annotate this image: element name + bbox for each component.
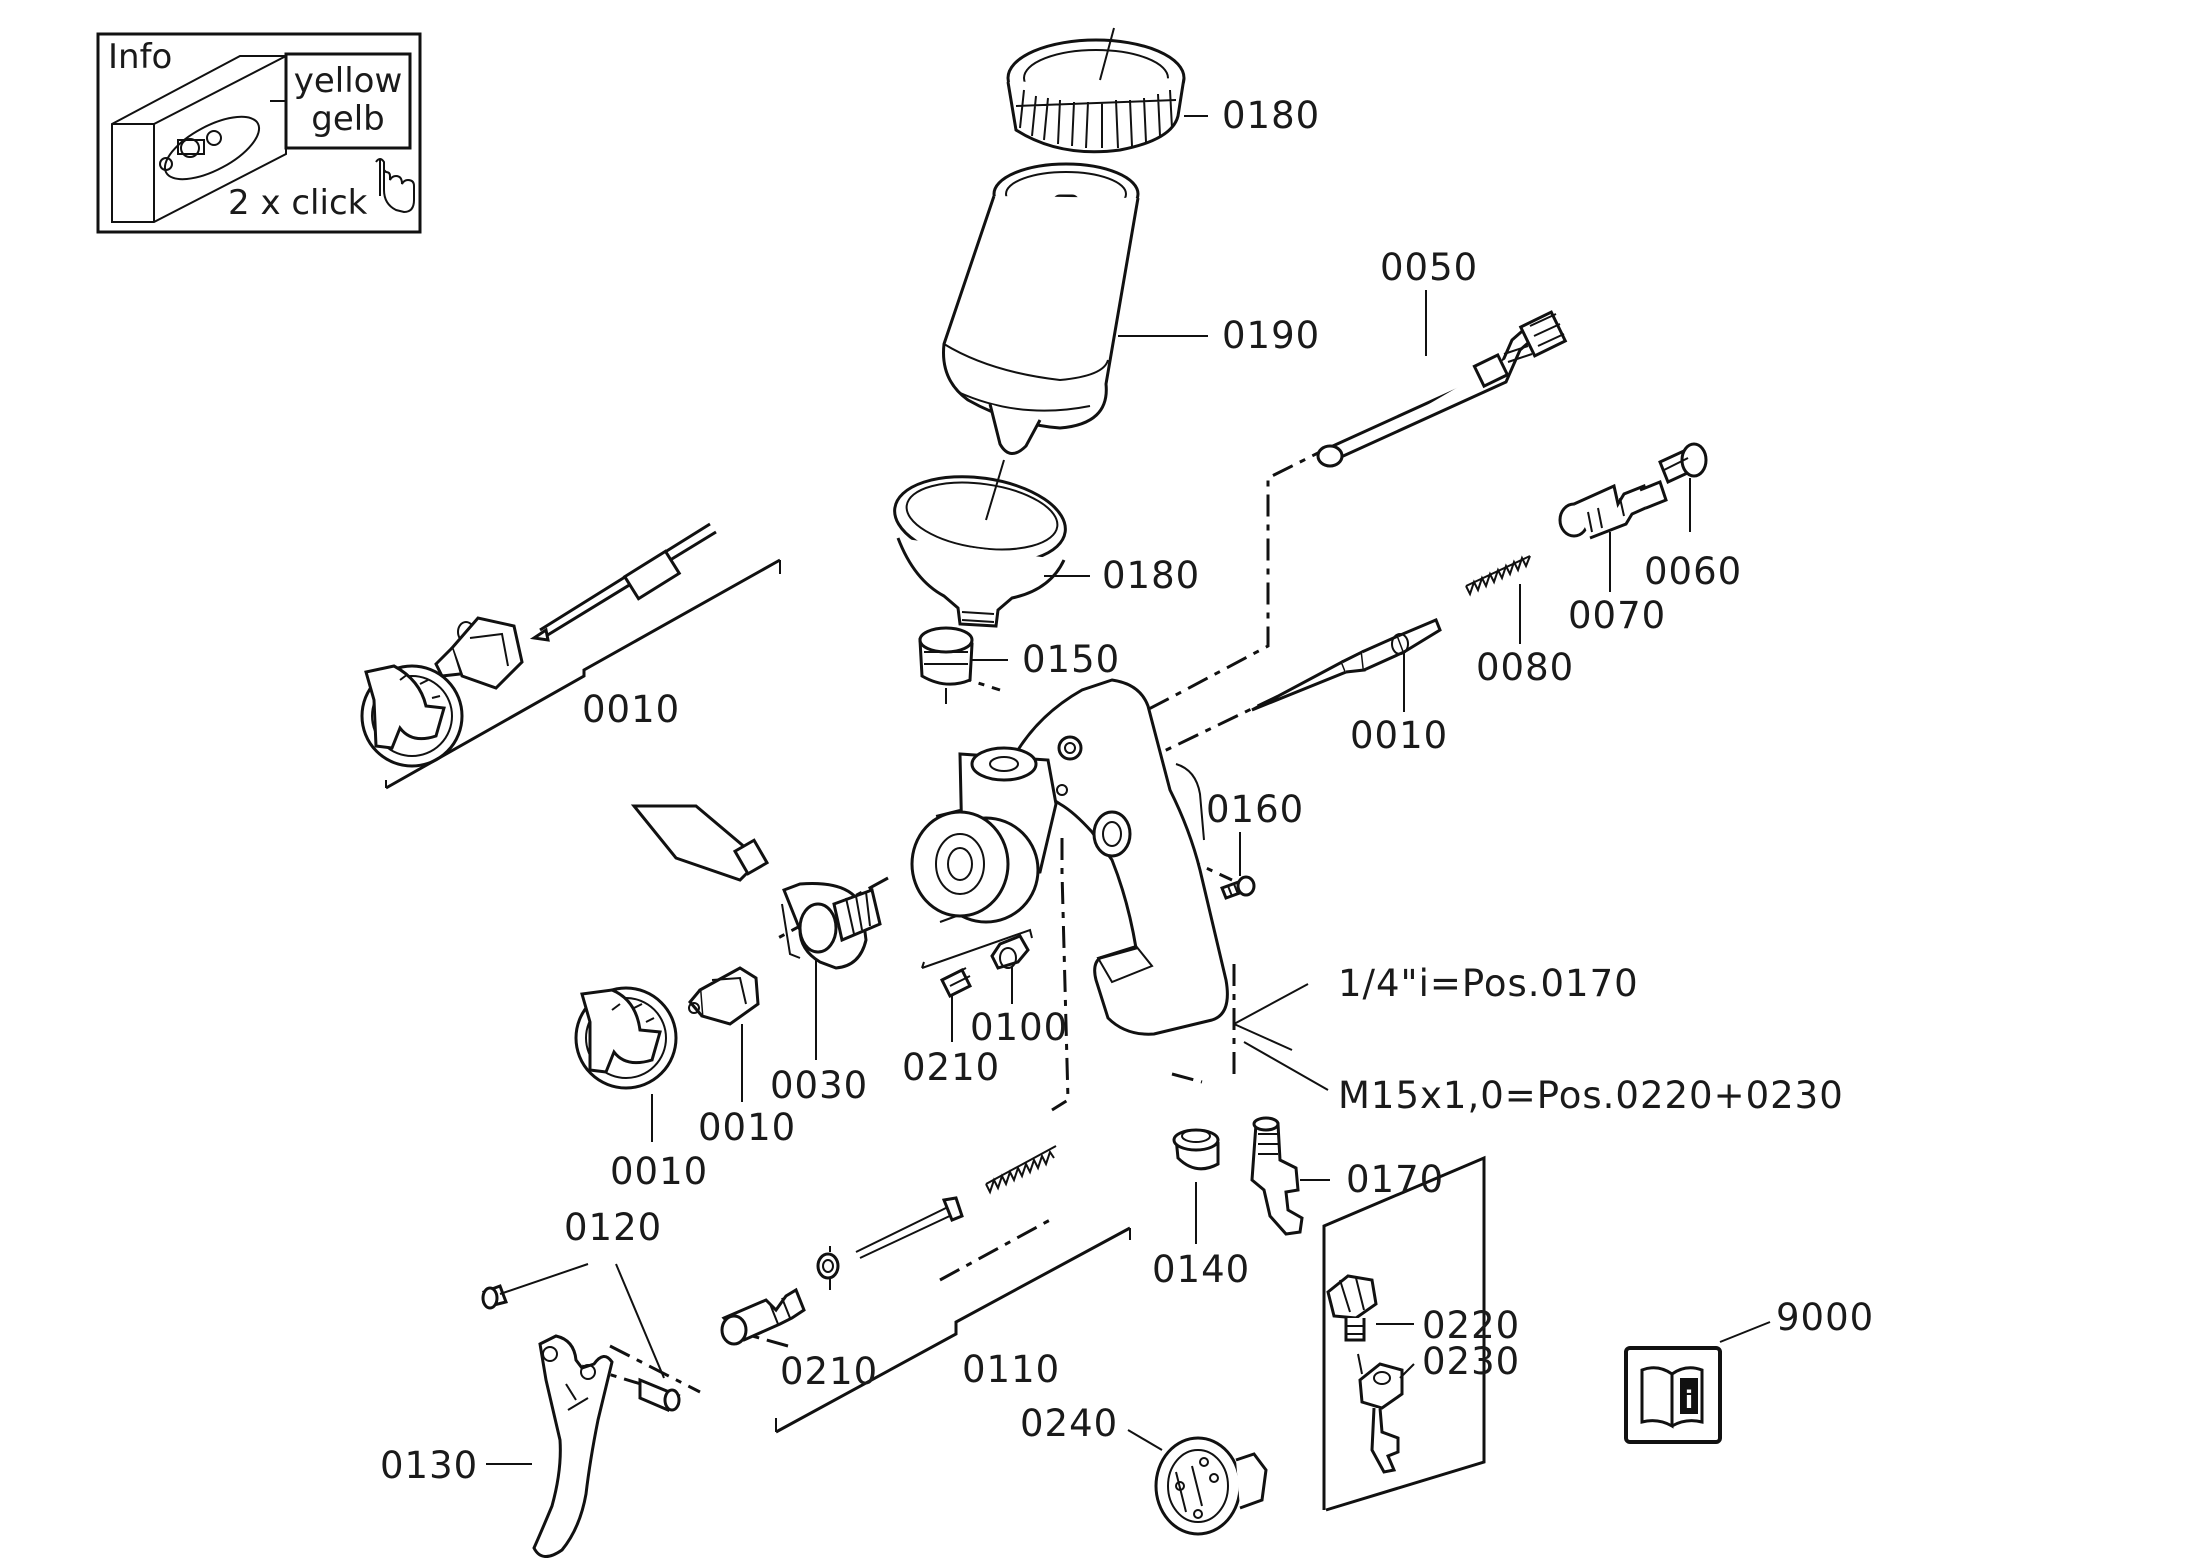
label-0170: 0170 xyxy=(1346,1158,1444,1201)
label-0070: 0070 xyxy=(1568,594,1666,637)
label-0010-needle: 0010 xyxy=(1350,714,1448,757)
info-color-de: gelb xyxy=(311,99,385,139)
label-0210-b: 0210 xyxy=(780,1350,878,1393)
bracket-0110 xyxy=(775,1226,1131,1434)
label-0180-funnel: 0180 xyxy=(1102,554,1200,597)
label-0130: 0130 xyxy=(380,1444,478,1487)
label-0010-aircap: 0010 xyxy=(610,1150,708,1193)
info-box-illustration xyxy=(111,55,287,223)
spray-regulator-0240 xyxy=(1154,1436,1268,1536)
label-0050: 0050 xyxy=(1380,246,1478,289)
o-ring-0210 xyxy=(816,1252,840,1280)
note-thread-inner: 1/4"i=Pos.0170 xyxy=(1338,962,1639,1005)
note-thread-m15: M15x1,0=Pos.0220+0230 xyxy=(1338,1074,1844,1117)
label-0110: 0110 xyxy=(962,1348,1060,1391)
label-0140: 0140 xyxy=(1152,1248,1250,1291)
air-cap-0010 xyxy=(574,986,678,1090)
needle-0010 xyxy=(1251,618,1442,712)
air-connector-0170 xyxy=(1250,1116,1304,1236)
adapter-0220 xyxy=(1326,1274,1378,1342)
trigger-pins-0120 xyxy=(481,1284,681,1412)
nozzle-0030 xyxy=(781,882,882,970)
label-0150: 0150 xyxy=(1022,638,1120,681)
needle-0050 xyxy=(1316,310,1568,468)
fluid-nozzle-0010 xyxy=(688,966,760,1026)
pointing-hand-icon xyxy=(375,158,415,214)
cup-lid-ring-0180 xyxy=(1006,27,1186,154)
leader-lines xyxy=(486,115,1771,1465)
info-box[interactable]: Info yellow gelb 2 x click xyxy=(96,32,422,234)
info-action: 2 x click xyxy=(228,183,368,223)
label-0240: 0240 xyxy=(1020,1402,1118,1445)
label-0210-a: 0210 xyxy=(902,1046,1000,1089)
paint-cup-0190 xyxy=(942,162,1140,455)
needle-adjust-0060 xyxy=(1658,442,1708,485)
label-0010-kit-top: 0010 xyxy=(582,688,680,731)
manual-info-icon[interactable]: i xyxy=(1624,1346,1722,1444)
adapter-0230 xyxy=(1357,1353,1404,1474)
label-0080: 0080 xyxy=(1476,646,1574,689)
thread-notes: 1/4"i=Pos.0170 M15x1,0=Pos.0220+0230 xyxy=(1338,962,1844,1117)
label-9000: 9000 xyxy=(1776,1296,1874,1339)
label-0120: 0120 xyxy=(564,1206,662,1249)
trigger-0130 xyxy=(532,1334,614,1558)
screw-0160 xyxy=(1220,875,1256,900)
label-0180-ring: 0180 xyxy=(1222,94,1320,137)
spring-housing-0070 xyxy=(1558,480,1668,540)
label-0010-nozzle: 0010 xyxy=(698,1106,796,1149)
label-0190: 0190 xyxy=(1222,314,1320,357)
plug-0140 xyxy=(1172,1128,1220,1171)
needle-spring-0080 xyxy=(1465,555,1531,597)
funnel-filter-0180 xyxy=(893,459,1067,628)
info-title: Info xyxy=(108,37,172,77)
cup-adapter-0150 xyxy=(918,626,974,704)
svg-text:i: i xyxy=(1685,1386,1693,1414)
gun-body xyxy=(910,678,1229,1036)
info-color-en: yellow xyxy=(294,61,403,101)
label-0230: 0230 xyxy=(1422,1340,1520,1383)
adapter-set-box xyxy=(1322,1155,1486,1512)
label-0220: 0220 xyxy=(1422,1304,1520,1347)
label-0060: 0060 xyxy=(1644,550,1742,593)
label-0100: 0100 xyxy=(970,1006,1068,1049)
seal-set-0100 xyxy=(921,928,1033,999)
grease-tube xyxy=(630,804,770,882)
label-0030: 0030 xyxy=(770,1064,868,1107)
air-valve-0110 xyxy=(720,1145,1057,1346)
label-0160: 0160 xyxy=(1206,788,1304,831)
part-labels: 0180 0190 0180 0150 0050 0060 0070 0080 … xyxy=(380,94,1874,1487)
nozzle-kit-top xyxy=(360,522,781,790)
